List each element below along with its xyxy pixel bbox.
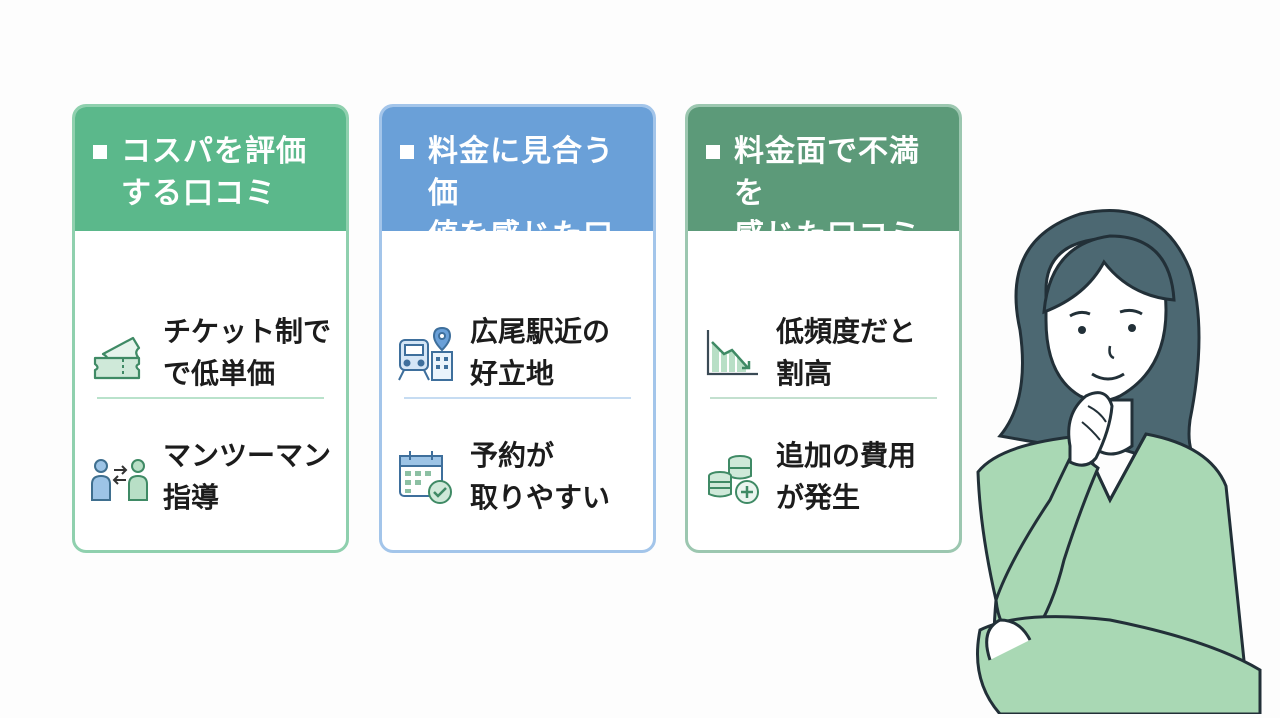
thinking-woman-illustration (960, 200, 1280, 716)
ticket-icon (89, 324, 151, 382)
item-text: 予約が 取りやすい (470, 439, 611, 514)
list-item: 追加の費用 が発生 (702, 433, 945, 521)
list-item: 広尾駅近の 好立地 (396, 309, 639, 397)
list-item: マンツーマン 指導 (89, 433, 332, 521)
card-value-for-money: 料金に見合う価 値を感じた口コミ 広尾駅 (379, 104, 656, 553)
square-bullet-icon (93, 145, 107, 159)
item-text: 追加の費用 が発生 (776, 439, 917, 514)
one-to-one-icon (89, 448, 151, 506)
item-text: 低頻度だと 割高 (776, 315, 917, 390)
list-item: 予約が 取りやすい (396, 433, 639, 521)
divider (710, 397, 937, 399)
list-item: チケット制で で低単価 (89, 309, 332, 397)
station-location-icon (396, 324, 458, 382)
card-price-dissatisfaction: 料金面で不満を 感じた口コミ 低頻度だと 割高 (685, 104, 962, 553)
card-header: 料金面で不満を 感じた口コミ (688, 107, 959, 253)
downtrend-chart-icon (702, 324, 764, 382)
square-bullet-icon (706, 145, 720, 159)
square-bullet-icon (400, 145, 414, 159)
card-cost-performance: コスパを評価 する口コミ チケット制で で低単価 (72, 104, 349, 553)
card-header: コスパを評価 する口コミ (75, 107, 346, 231)
coins-plus-icon (702, 448, 764, 506)
item-text: チケット制で で低単価 (163, 315, 332, 390)
item-text: マンツーマン 指導 (163, 439, 332, 514)
card-title: 料金面で不満を 感じた口コミ (734, 134, 920, 253)
item-text: 広尾駅近の 好立地 (470, 315, 611, 390)
calendar-check-icon (396, 448, 458, 506)
card-title: 料金に見合う価 値を感じた口コミ (428, 134, 614, 295)
divider (404, 397, 631, 399)
card-header: 料金に見合う価 値を感じた口コミ (382, 107, 653, 295)
divider (97, 397, 324, 399)
list-item: 低頻度だと 割高 (702, 309, 945, 397)
card-title: コスパを評価 する口コミ (121, 134, 307, 211)
